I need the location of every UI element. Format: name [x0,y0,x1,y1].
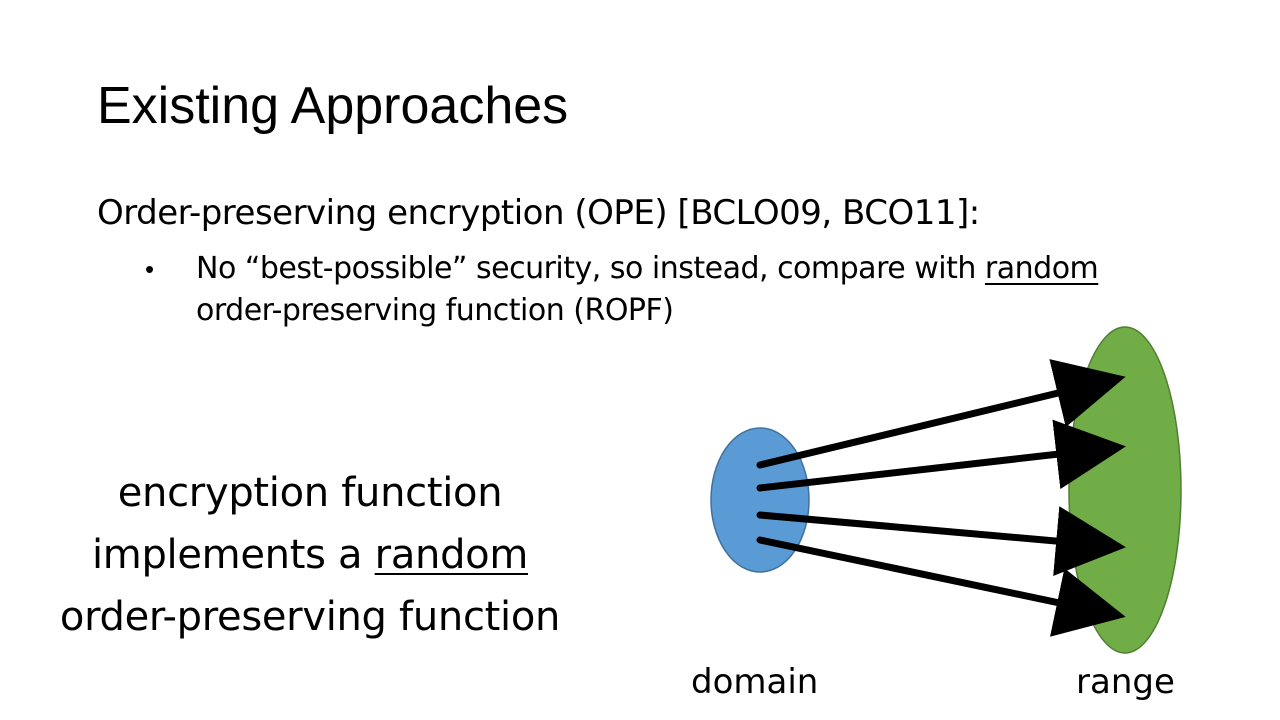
domain-label: domain [691,662,819,702]
mapping-arrow-1 [756,359,1126,469]
bullet-marker: • [145,254,155,284]
bullet-text-part1: No “best-possible” security, so instead,… [196,251,985,286]
callout-line-2-prefix: implements a [91,532,375,578]
mapping-arrow-2 [756,419,1126,492]
bullet-text: No “best-possible” security, so instead,… [196,248,1156,332]
range-set-ellipse [1068,326,1182,654]
mapping-arrow-4 [756,536,1126,637]
callout-line-1: encryption function [117,470,503,516]
bullet-text-part2: order-preserving function (ROPF) [196,293,674,328]
callout-random-underlined: random [374,532,529,578]
callout-text: encryption function implements a random … [20,462,600,648]
mapping-arrow-3 [756,506,1126,576]
bullet-text-random-underlined: random [984,251,1099,286]
callout-line-2: implements a random [20,524,600,586]
ope-heading: Order-preserving encryption (OPE) [BCLO0… [97,193,980,233]
domain-set-ellipse [710,427,810,573]
slide-title: Existing Approaches [97,77,569,135]
callout-line-3: order-preserving function [59,594,561,640]
range-label: range [1076,662,1175,702]
